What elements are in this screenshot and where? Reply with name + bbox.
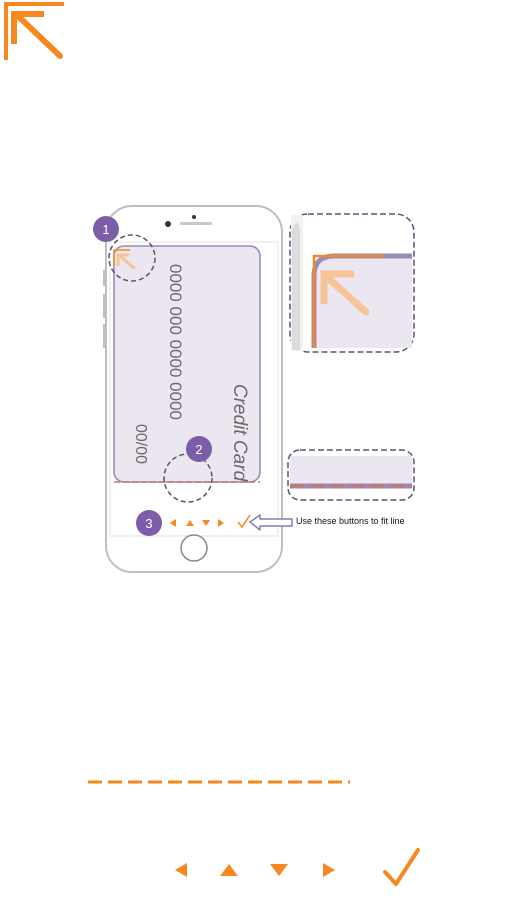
corner-arrow-icon [4, 2, 64, 60]
arrow-up-icon [220, 864, 238, 876]
phone-camera [165, 221, 171, 227]
mini-arrow-left-icon [170, 519, 176, 527]
arrow-down-icon [270, 864, 288, 876]
card-expiry-text: 00/00 [132, 424, 149, 464]
phone-sensor [192, 215, 196, 219]
card-number-text: 0000 000 0000 0000 [166, 264, 185, 420]
move-up-button[interactable] [218, 860, 240, 880]
mini-checkmark-icon [237, 514, 251, 529]
callout-arrow-icon [249, 514, 293, 531]
alignment-guide-line [88, 772, 350, 784]
move-left-button[interactable] [172, 860, 192, 880]
step-badge-3-label: 3 [145, 516, 152, 531]
phone-speaker [180, 222, 212, 225]
arrow-right-icon [323, 863, 335, 877]
checkmark-icon [383, 848, 420, 886]
instruction-illustration: 0000 000 0000 0000 Credit Card 00/00 1 2… [84, 200, 424, 580]
highlight-circle-corner [108, 234, 156, 282]
step-badge-1-label: 1 [102, 222, 109, 237]
corner-guide-marker [0, 0, 70, 64]
move-down-button[interactable] [268, 860, 290, 880]
arrow-left-icon [175, 863, 187, 877]
mini-arrow-down-icon [202, 520, 210, 526]
step-badge-1 [93, 216, 119, 242]
move-right-button[interactable] [318, 860, 338, 880]
card-label-text: Credit Card [229, 384, 250, 483]
confirm-button[interactable] [382, 846, 422, 888]
step-badge-2-label: 2 [195, 442, 202, 457]
adjustment-controls [160, 840, 450, 890]
step-badge-3 [136, 510, 162, 536]
callout-instruction-text: Use these buttons to fit line [296, 516, 405, 526]
mini-arrow-up-icon [186, 520, 194, 526]
mini-arrow-right-icon [218, 519, 224, 527]
step-badge-2 [186, 436, 212, 462]
phone-home-button [180, 534, 208, 562]
